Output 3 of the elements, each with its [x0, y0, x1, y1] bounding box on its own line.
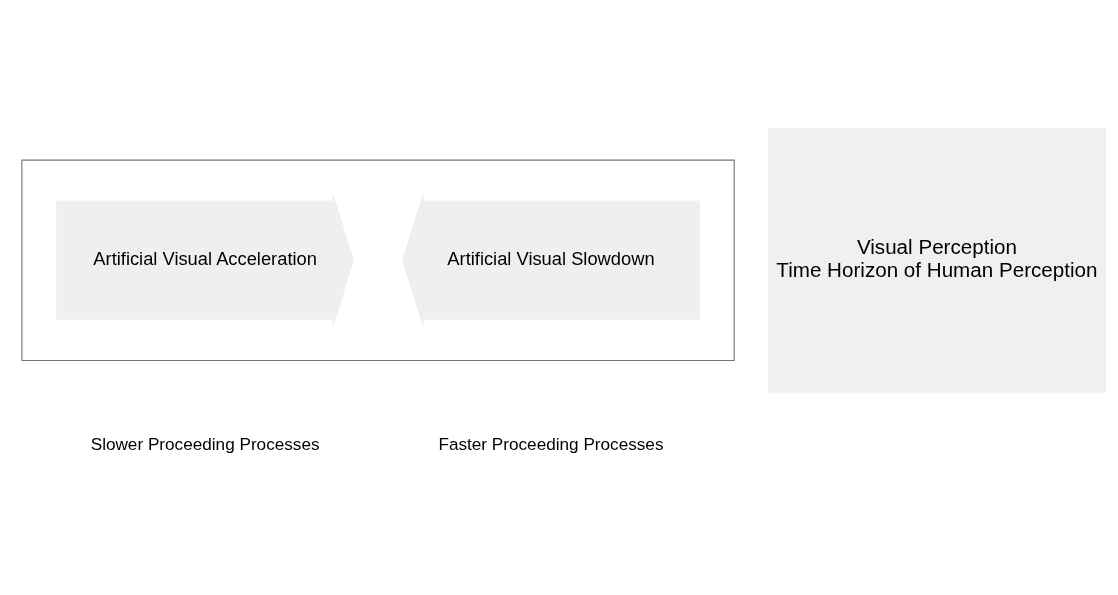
label: Slower Proceeding Processes: [90, 433, 320, 454]
cluster: [21, 159, 735, 362]
label: Faster Proceeding Processes: [438, 433, 664, 454]
